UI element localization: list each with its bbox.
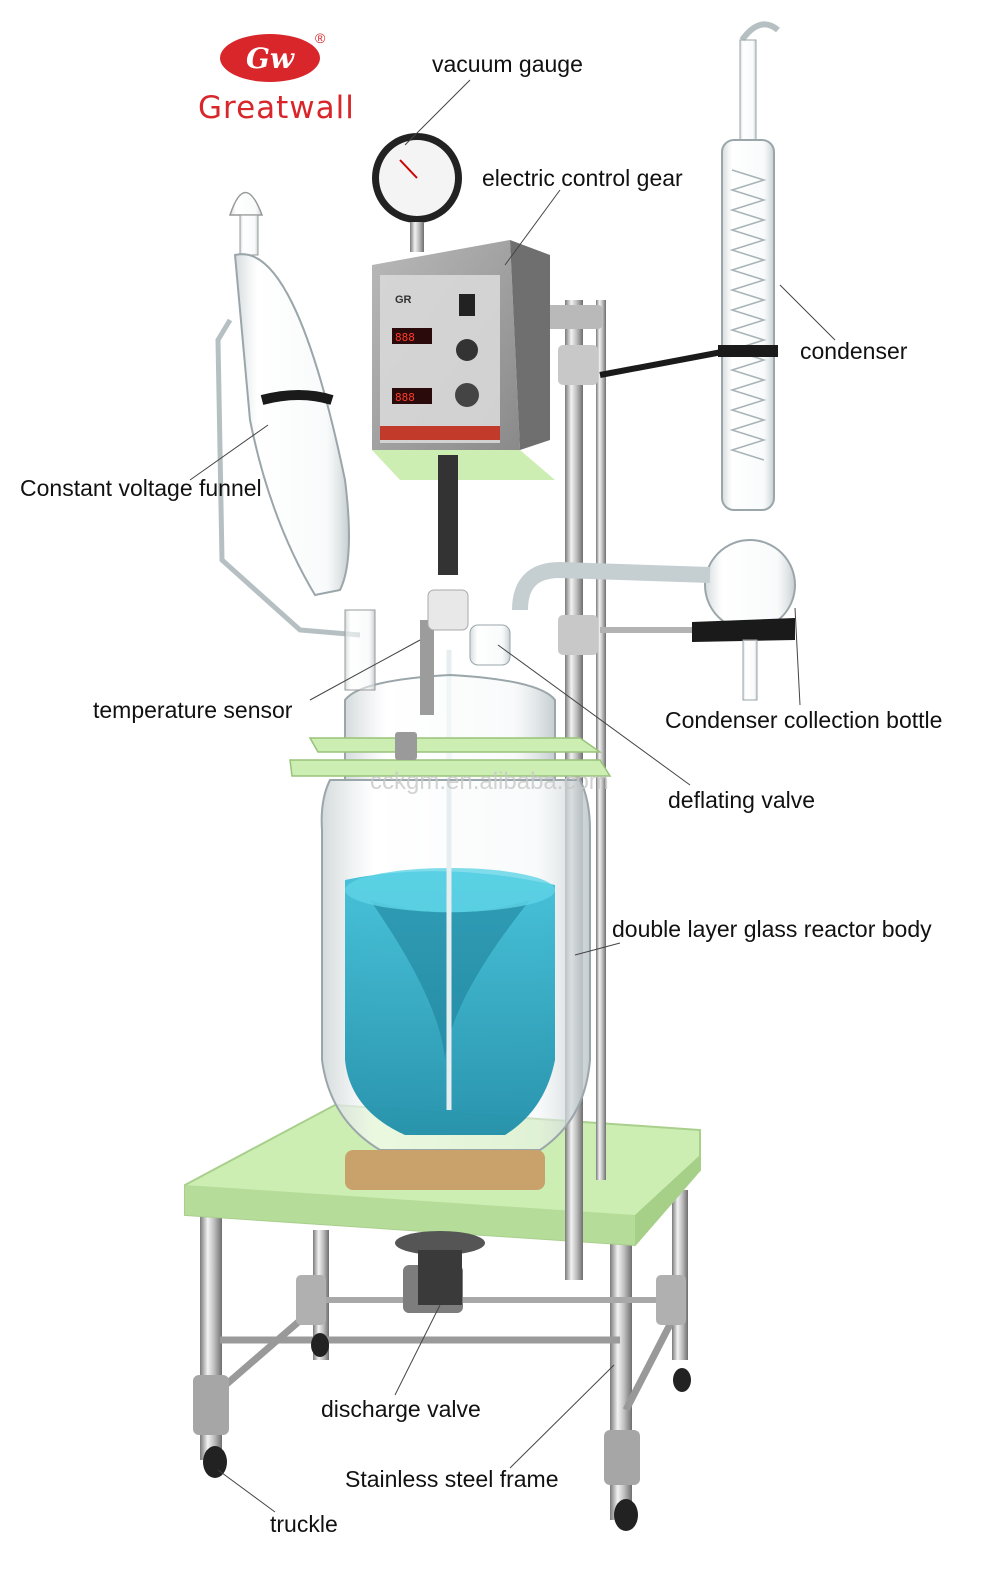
label-constant-voltage-funnel: Constant voltage funnel <box>20 475 262 501</box>
leader-reactor-body <box>574 942 621 956</box>
leader-temperature-sensor <box>309 639 421 701</box>
label-truckle: truckle <box>270 1511 338 1537</box>
vacuum-gauge <box>372 133 462 252</box>
leader-discharge-valve <box>394 1304 441 1396</box>
condenser-collection-bottle <box>512 539 796 701</box>
reactor-vessel <box>320 650 591 1190</box>
brand-logo: Gw <box>220 34 320 82</box>
truckle-wheels <box>203 1333 691 1531</box>
constant-voltage-funnel <box>215 192 376 691</box>
leader-vacuum-gauge <box>404 79 471 146</box>
leader-condenser <box>779 284 836 341</box>
discharge-valve <box>395 1231 485 1305</box>
label-stainless-steel-frame: Stainless steel frame <box>345 1466 559 1492</box>
svg-text:888: 888 <box>395 331 415 344</box>
leader-collection-bottle <box>794 607 801 706</box>
svg-text:888: 888 <box>395 391 415 404</box>
leader-lines <box>189 79 836 1513</box>
label-electric-control-gear: electric control gear <box>482 165 683 191</box>
watermark: cckgm.en.alibaba.com <box>370 768 609 795</box>
deflating-valve <box>469 624 511 666</box>
leader-deflating-valve <box>497 644 691 786</box>
leader-truckle <box>217 1469 276 1513</box>
label-reactor-body: double layer glass reactor body <box>612 916 932 942</box>
leader-control-gear <box>504 189 561 266</box>
label-deflating-valve: deflating valve <box>668 787 816 813</box>
registered-mark: ® <box>315 30 326 46</box>
label-condenser-collection-bottle: Condenser collection bottle <box>665 707 943 733</box>
label-vacuum-gauge: vacuum gauge <box>432 51 583 77</box>
svg-text:Gw: Gw <box>246 42 295 75</box>
flange-clamp <box>289 732 612 777</box>
svg-text:GR: GR <box>395 294 412 306</box>
condenser <box>599 21 780 511</box>
leader-steel-frame <box>509 1364 615 1469</box>
electric-control-gear: GR 888 888 <box>372 240 555 575</box>
label-condenser: condenser <box>800 338 908 364</box>
temperature-sensor <box>420 589 469 715</box>
label-discharge-valve: discharge valve <box>321 1396 481 1422</box>
leader-funnel <box>189 424 269 481</box>
label-temperature-sensor: temperature sensor <box>93 697 293 723</box>
brand-name: Greatwall <box>198 90 355 126</box>
